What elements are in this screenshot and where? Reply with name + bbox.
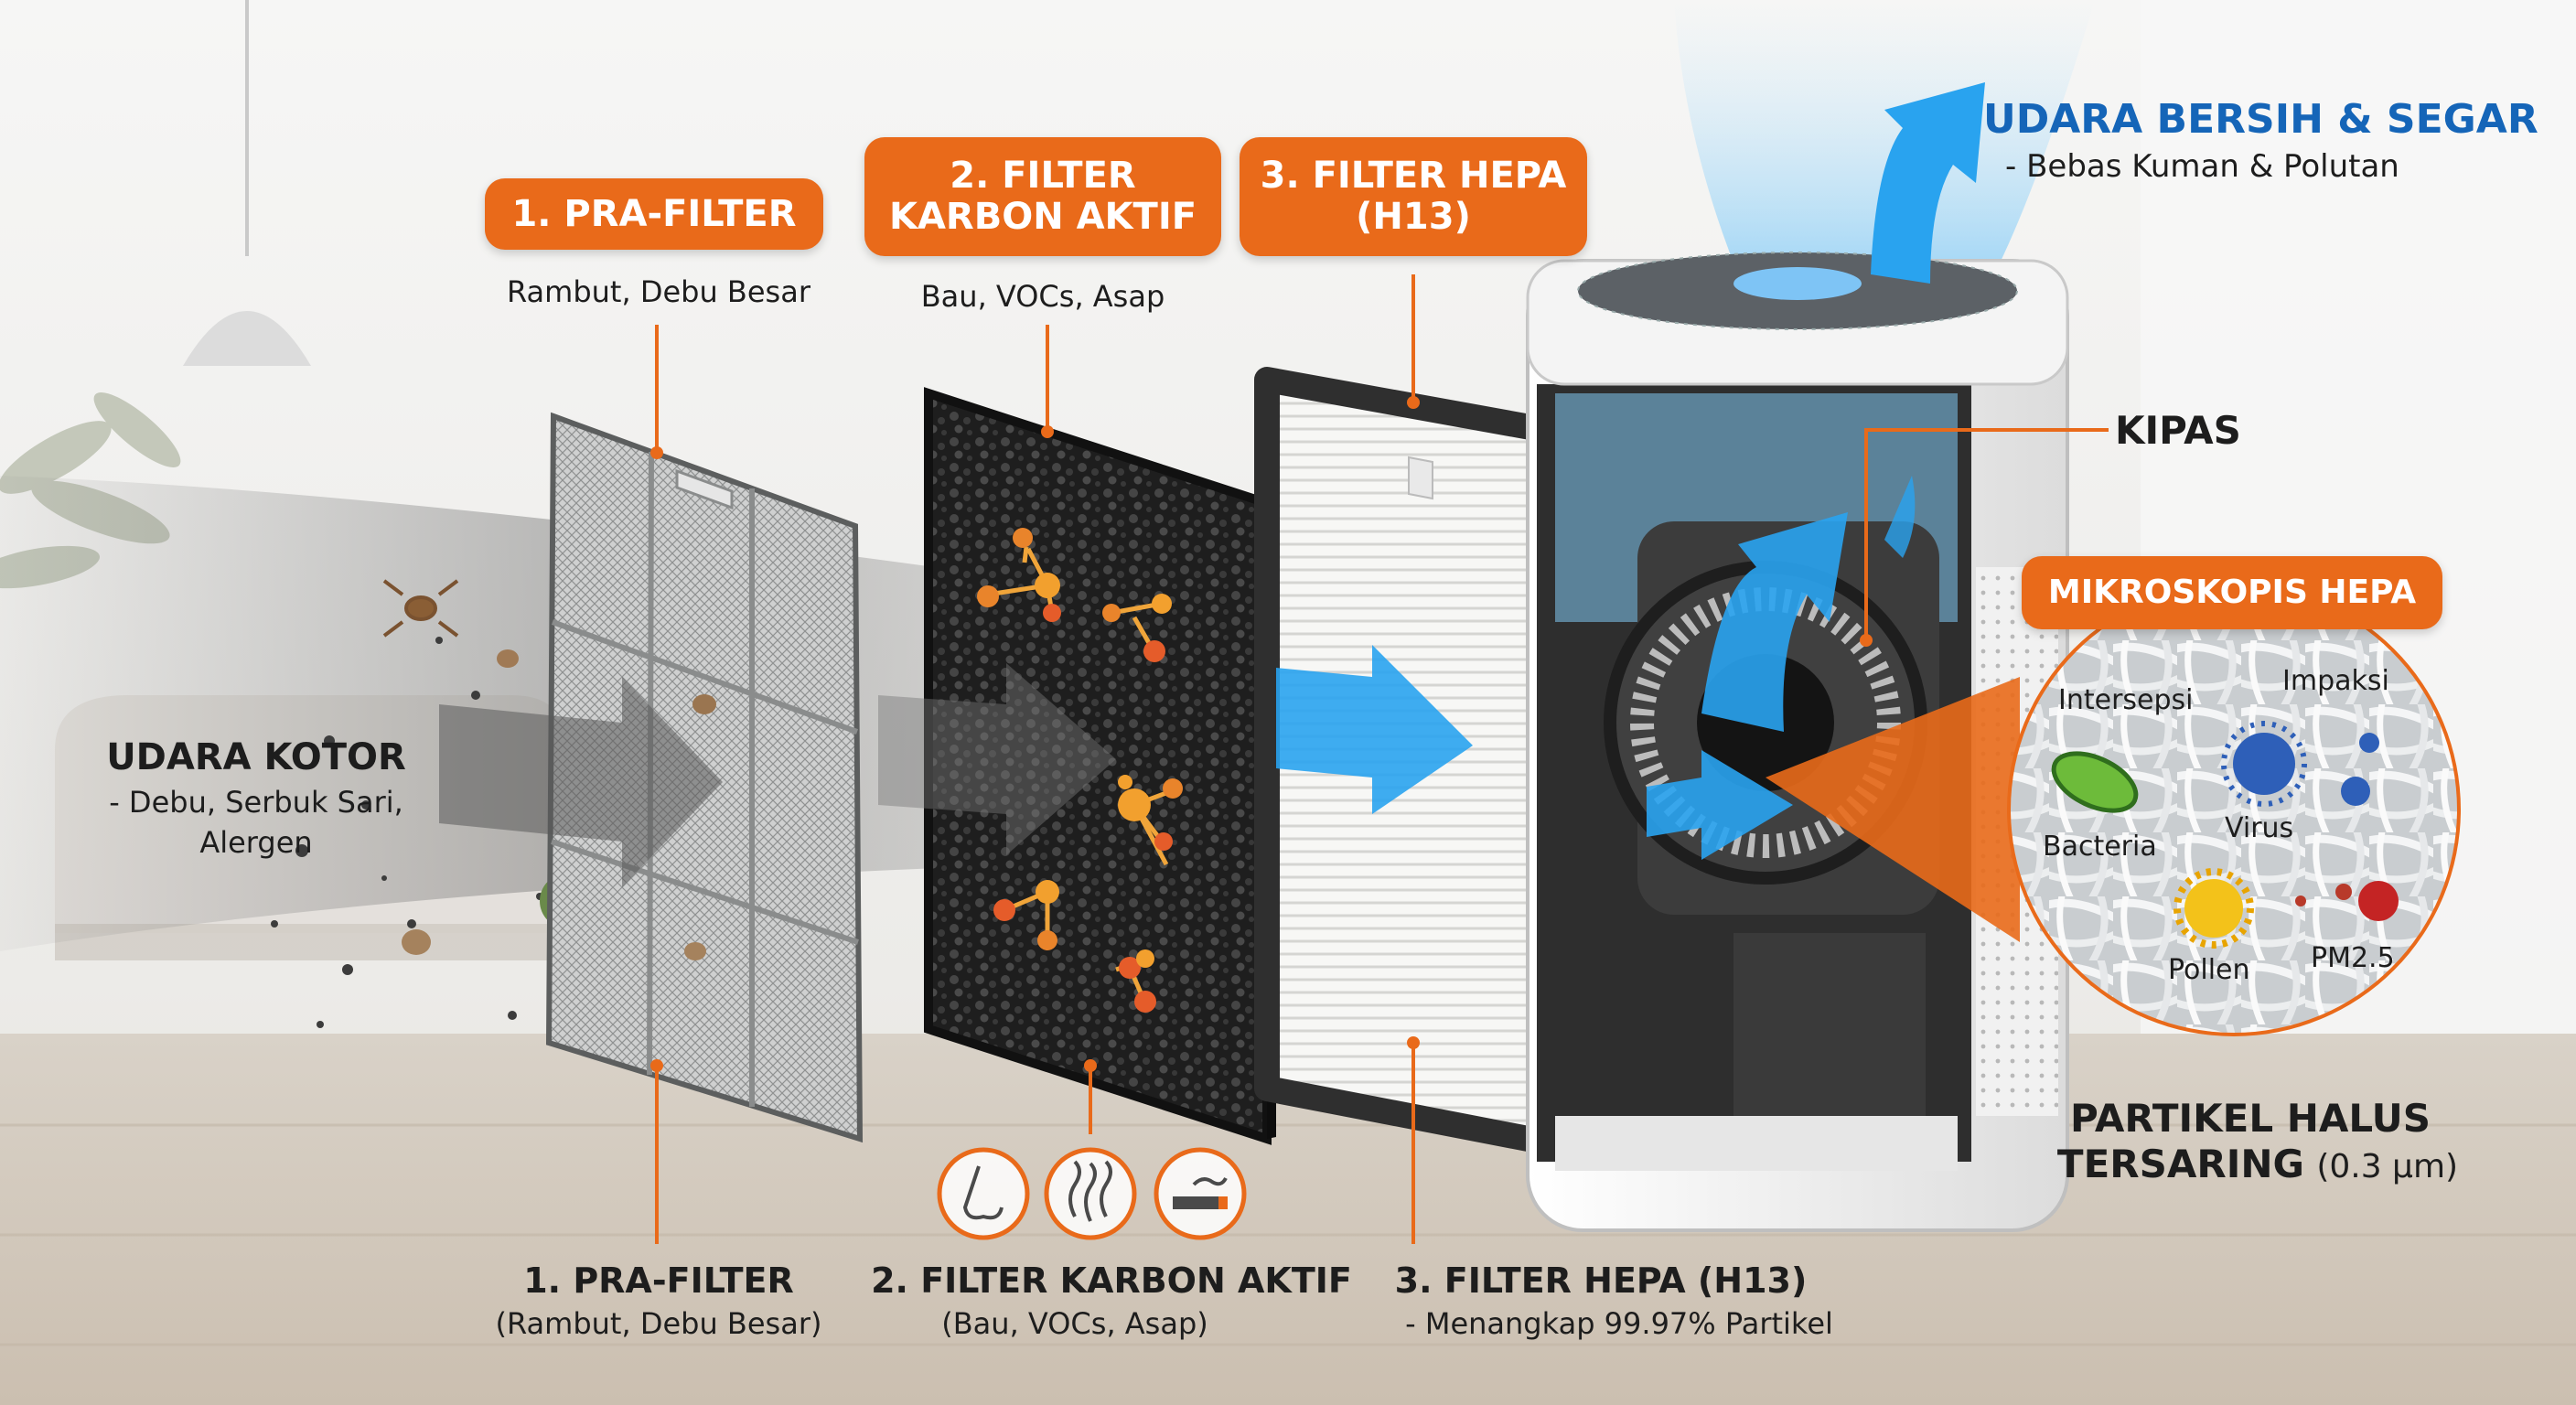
airflow-arrow-up (1701, 512, 1848, 732)
stage2-tag: 2. FILTER KARBON AKTIF (864, 137, 1221, 256)
floor-planks (0, 1123, 2576, 1346)
purifier-base-tray (1555, 1116, 1958, 1171)
stage1-bottom-desc: (Rambut, Debu Besar) (495, 1306, 822, 1341)
airflow-arrow (1276, 645, 1473, 814)
label-virus: Virus (2225, 812, 2294, 844)
stage3-bottom-desc: - Menangkap 99.97% Partikel (1405, 1306, 1833, 1341)
airflow-arrow (1647, 750, 1793, 860)
dirty-air-title: UDARA KOTOR (106, 736, 406, 778)
stage3-tag-line2: (H13) (1356, 196, 1471, 238)
clean-air-title: UDARA BERSIH & SEGAR (1983, 96, 2538, 143)
fine-particles-line2-wrap: TERSARING (0.3 µm) (2038, 1142, 2477, 1186)
fine-particles-size: (0.3 µm) (2316, 1148, 2459, 1185)
stage2-tag-line1: 2. FILTER (950, 155, 1136, 198)
magnify-cone (1766, 677, 2020, 942)
stage3-tag-line1: 3. FILTER HEPA (1260, 155, 1567, 198)
microscope-tag-label: MIKROSKOPIS HEPA (2047, 573, 2417, 611)
fine-particles-line2: TERSARING (2056, 1142, 2304, 1186)
stage1-bottom-title: 1. PRA-FILTER (523, 1260, 794, 1301)
microscope-view (2011, 586, 2457, 1033)
leader-lines (655, 274, 2109, 1244)
debris-particle (497, 649, 519, 668)
airflow-arrow-small (1884, 476, 1916, 558)
dirty-air-arrow (439, 677, 723, 887)
label-intersepsi: Intersepsi (2058, 684, 2194, 716)
trapped-particle (692, 694, 716, 714)
fine-particles-line1: PARTIKEL HALUS (2069, 1096, 2431, 1141)
stage1-tag: 1. PRA-FILTER (485, 178, 823, 250)
leader-dots (650, 396, 1873, 1072)
dirty-air-line2: Alergen (199, 825, 313, 860)
odor-fumes-icon (1044, 1147, 1137, 1240)
label-impaksi: Impaksi (2282, 665, 2389, 697)
clean-air-plume (1674, 0, 2095, 274)
dirty-air-line1: - Debu, Serbuk Sari, (109, 785, 403, 820)
stage2-tag-line2: KARBON AKTIF (888, 196, 1197, 238)
nose-icon (937, 1147, 1030, 1240)
hepa-filter-tab (1408, 456, 1433, 500)
stage2-desc: Bau, VOCs, Asap (920, 279, 1165, 314)
microscope-tag: MIKROSKOPIS HEPA (2022, 556, 2442, 629)
stage1-tag-label: 1. PRA-FILTER (511, 192, 797, 235)
stage2-bottom-title: 2. FILTER KARBON AKTIF (871, 1260, 1352, 1301)
dirty-air-arrow (878, 663, 1116, 855)
clean-air-arrow (1871, 82, 1985, 284)
fan-blades (1630, 587, 1901, 858)
voc-molecules (977, 528, 1183, 1013)
label-pollen: Pollen (2168, 954, 2250, 986)
clean-air-subtitle: - Bebas Kuman & Polutan (2005, 148, 2399, 185)
label-bacteria: Bacteria (2043, 831, 2157, 863)
outlet-ring (1733, 267, 1862, 300)
cigarette-smoke-icon (1154, 1147, 1247, 1240)
top-outlet-slats (1577, 252, 2018, 330)
stage2-bottom-desc: (Bau, VOCs, Asap) (941, 1306, 1208, 1341)
motor-block (1733, 933, 1926, 1116)
label-pm25: PM2.5 (2311, 942, 2395, 974)
pre-filter-tab (675, 468, 734, 510)
stage3-bottom-title: 3. FILTER HEPA (H13) (1394, 1260, 1808, 1301)
dust-particles (271, 637, 543, 1028)
debris-particle (402, 929, 431, 955)
stage1-desc: Rambut, Debu Besar (507, 274, 810, 309)
dust-mite (382, 579, 459, 638)
trapped-particle (684, 942, 706, 960)
stage3-tag: 3. FILTER HEPA (H13) (1240, 137, 1587, 256)
fan-label: KIPAS (2115, 408, 2241, 453)
pendant-lamp (183, 311, 311, 366)
